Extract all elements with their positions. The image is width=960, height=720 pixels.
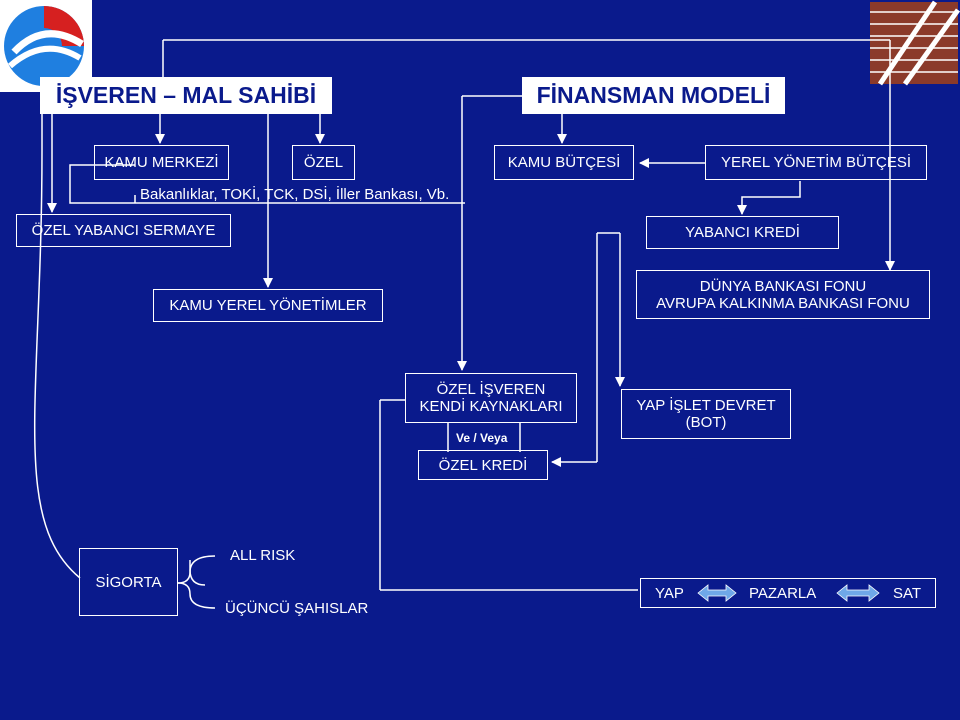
ozel-kredi-box: ÖZEL KREDİ	[418, 450, 548, 480]
dunya-bankasi-line1: DÜNYA BANKASI FONU	[699, 277, 867, 295]
double-arrow-icon	[697, 584, 737, 602]
double-arrow-icon	[836, 584, 880, 602]
yap-label: YAP	[655, 585, 684, 602]
kamu-butcesi-box: KAMU BÜTÇESİ	[494, 145, 634, 180]
yerel-yonetim-butcesi-box: YEREL YÖNETİM BÜTÇESİ	[705, 145, 927, 180]
ozel-isveren-box: ÖZEL İŞVEREN KENDİ KAYNAKLARI	[405, 373, 577, 423]
bot-line2: (BOT)	[685, 414, 727, 431]
all-risk-label: ALL RISK	[230, 547, 296, 564]
ve-veya-label: Ve / Veya	[456, 431, 508, 445]
dunya-bankasi-line2: AVRUPA KALKINMA BANKASI FONU	[656, 294, 910, 312]
ozel-isveren-line1: ÖZEL İŞVEREN	[436, 381, 546, 398]
ozel-box: ÖZEL	[292, 145, 355, 180]
kamu-yerel-yonetimler-box: KAMU YEREL YÖNETİMLER	[153, 289, 383, 322]
ucuncu-sahislar-label: ÜÇÜNCÜ ŞAHISLAR	[225, 600, 369, 617]
yabanci-kredi-box: YABANCI KREDİ	[646, 216, 839, 249]
bot-box: YAP İŞLET DEVRET (BOT)	[621, 389, 791, 439]
isveren-title: İŞVEREN – MAL SAHİBİ	[40, 77, 332, 114]
kamu-merkezi-box: KAMU MERKEZİ	[94, 145, 229, 180]
sigorta-box: SİGORTA	[79, 548, 178, 616]
bot-line1: YAP İŞLET DEVRET	[636, 397, 776, 414]
dunya-bankasi-box: DÜNYA BANKASI FONU AVRUPA KALKINMA BANKA…	[636, 270, 930, 319]
company-logo-icon	[0, 0, 92, 92]
bakanliklar-note: Bakanlıklar, TOKİ, TCK, DSİ, İller Banka…	[140, 186, 450, 203]
corner-stripes-icon	[870, 0, 960, 86]
ozel-isveren-line2: KENDİ KAYNAKLARI	[419, 398, 563, 415]
connector-lines	[33, 39, 895, 609]
pazarla-label: PAZARLA	[749, 585, 817, 602]
sat-label: SAT	[893, 585, 922, 602]
ozel-yabanci-sermaye-box: ÖZEL YABANCI SERMAYE	[16, 214, 231, 247]
finansman-title: FİNANSMAN MODELİ	[522, 77, 785, 114]
yap-pazarla-sat-box	[640, 578, 936, 608]
